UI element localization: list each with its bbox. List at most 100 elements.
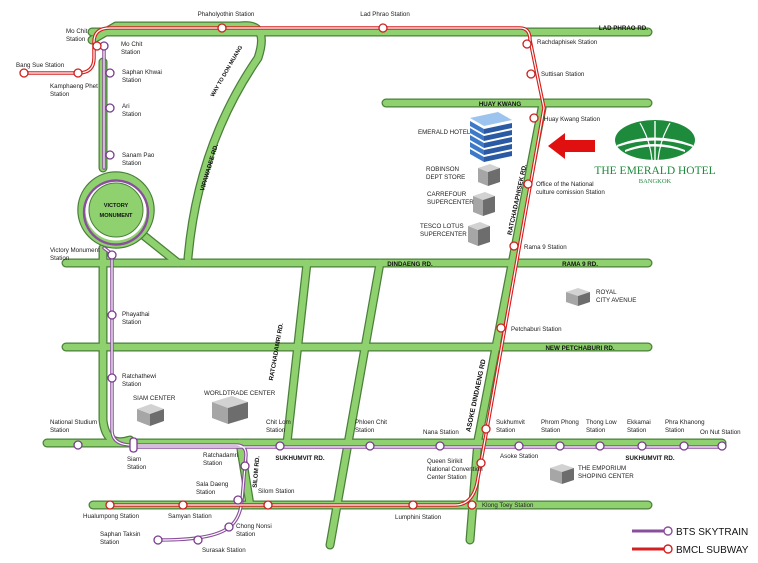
- station-label-silom: Silom Station: [258, 488, 295, 495]
- station-marker-victory-monument[interactable]: [107, 250, 117, 260]
- road-label-huay_kwang: HUAY KWANG: [479, 101, 521, 108]
- legend-bts-label: BTS SKYTRAIN: [676, 527, 748, 538]
- road-label-new_petchaburi: NEW PETCHABURI RD.: [545, 345, 614, 352]
- station-marker-kamphaeng-phet[interactable]: [73, 68, 83, 78]
- station-label-surasak: Surasak Station: [202, 547, 246, 554]
- station-label-huay_kwang: Huay Kwang Station: [544, 116, 601, 123]
- station-marker-sutthisan[interactable]: [526, 69, 536, 79]
- buildings: [137, 112, 590, 484]
- circle-label-2: MONUMENT: [100, 213, 134, 219]
- station-marker-sanam-pao[interactable]: [105, 150, 115, 160]
- station-marker-silom[interactable]: [263, 500, 273, 510]
- road-label-dindaeng: DINDAENG RD.: [387, 261, 433, 268]
- station-label-lad_phrao: Lad Phrao Station: [360, 11, 410, 18]
- road-label-ratchadamri: RATCHADAMRI RD.: [268, 322, 285, 381]
- royal-city-building: [566, 288, 590, 306]
- station-marker-phayathai[interactable]: [107, 310, 117, 320]
- station-marker-ratchadamri[interactable]: [240, 461, 250, 471]
- station-marker-bang-sue[interactable]: [19, 68, 29, 78]
- station-marker-siam[interactable]: [129, 437, 138, 453]
- station-marker-rama9[interactable]: [509, 241, 519, 251]
- world-trade-building: [212, 396, 248, 424]
- station-marker-ekkamai[interactable]: [637, 441, 647, 451]
- station-marker-mo-chit-red[interactable]: [92, 41, 102, 51]
- road-label-rama9: RAMA 9 RD.: [562, 261, 598, 268]
- victory-monument-circle: VICTORY MONUMENT: [77, 171, 155, 249]
- station-marker-phaholyothin[interactable]: [217, 23, 227, 33]
- station-marker-ratchadaphisek[interactable]: [522, 39, 532, 49]
- station-marker-on-nut[interactable]: [717, 441, 727, 451]
- bts-line: [82, 44, 724, 542]
- road-label-silom: SILOM RD.: [252, 455, 262, 488]
- hotel-pointer-arrow-icon: [548, 133, 595, 159]
- station-marker-saphan-khwai[interactable]: [105, 68, 115, 78]
- station-marker-hualumpong[interactable]: [105, 500, 115, 510]
- station-marker-sala-daeng[interactable]: [233, 495, 243, 505]
- station-marker-asoke[interactable]: [514, 441, 524, 451]
- station-label-lumphini: Lumphini Station: [395, 514, 442, 521]
- station-marker-lad-phrao[interactable]: [378, 23, 388, 33]
- station-marker-lumphini[interactable]: [408, 500, 418, 510]
- station-marker-ratchathewi[interactable]: [107, 373, 117, 383]
- station-marker-samyan[interactable]: [178, 500, 188, 510]
- station-marker-phra-khanong[interactable]: [679, 441, 689, 451]
- station-label-rama9: Rama 9 Station: [524, 244, 567, 251]
- station-marker-phrom-phong[interactable]: [555, 441, 565, 451]
- station-marker-thong-low[interactable]: [595, 441, 605, 451]
- emporium-building: [550, 464, 574, 484]
- logo-subtitle: BANGKOK: [639, 178, 672, 185]
- bts-station-markers: [73, 41, 727, 545]
- legend-subway-label: BMCL SUBWAY: [676, 545, 749, 556]
- station-marker-saphan-taksin[interactable]: [153, 535, 163, 545]
- station-marker-phloen-chit[interactable]: [365, 441, 375, 451]
- station-marker-sukhumvit[interactable]: [481, 424, 491, 434]
- station-marker-qsncc[interactable]: [476, 458, 486, 468]
- station-label-klong_toey: Klong Toey Station: [482, 502, 534, 509]
- road-label-lad_phrao: LAD PHRAO RD.: [599, 25, 648, 32]
- circle-label-1: VICTORY: [104, 203, 129, 209]
- subway-station-markers: [19, 23, 539, 510]
- station-marker-chit-lom[interactable]: [275, 441, 285, 451]
- station-label-petchaburi: Petchaburi Station: [511, 326, 562, 333]
- emerald-hotel-building: [470, 112, 512, 162]
- station-marker-national-stadium[interactable]: [73, 440, 83, 450]
- station-marker-surasak[interactable]: [193, 535, 203, 545]
- station-marker-petchaburi[interactable]: [496, 323, 506, 333]
- station-marker-nana[interactable]: [435, 441, 445, 451]
- station-marker-ari[interactable]: [105, 103, 115, 113]
- carrefour-building: [473, 192, 495, 216]
- station-marker-chong-nonsi[interactable]: [224, 522, 234, 532]
- station-label-phaholyothin: Phaholyothin Station: [198, 11, 255, 18]
- station-marker-culture[interactable]: [523, 179, 533, 189]
- station-label-nana: Nana Station: [423, 429, 459, 436]
- emerald-logo-icon: [615, 120, 695, 161]
- station-marker-klong-toey[interactable]: [467, 500, 477, 510]
- building-label-siam_center: SIAM CENTER: [133, 395, 176, 402]
- robinson-building: [478, 164, 500, 186]
- station-marker-huay-kwang[interactable]: [529, 113, 539, 123]
- siam-center-building: [137, 404, 164, 426]
- station-label-on_nut: On Nut Station: [700, 429, 741, 436]
